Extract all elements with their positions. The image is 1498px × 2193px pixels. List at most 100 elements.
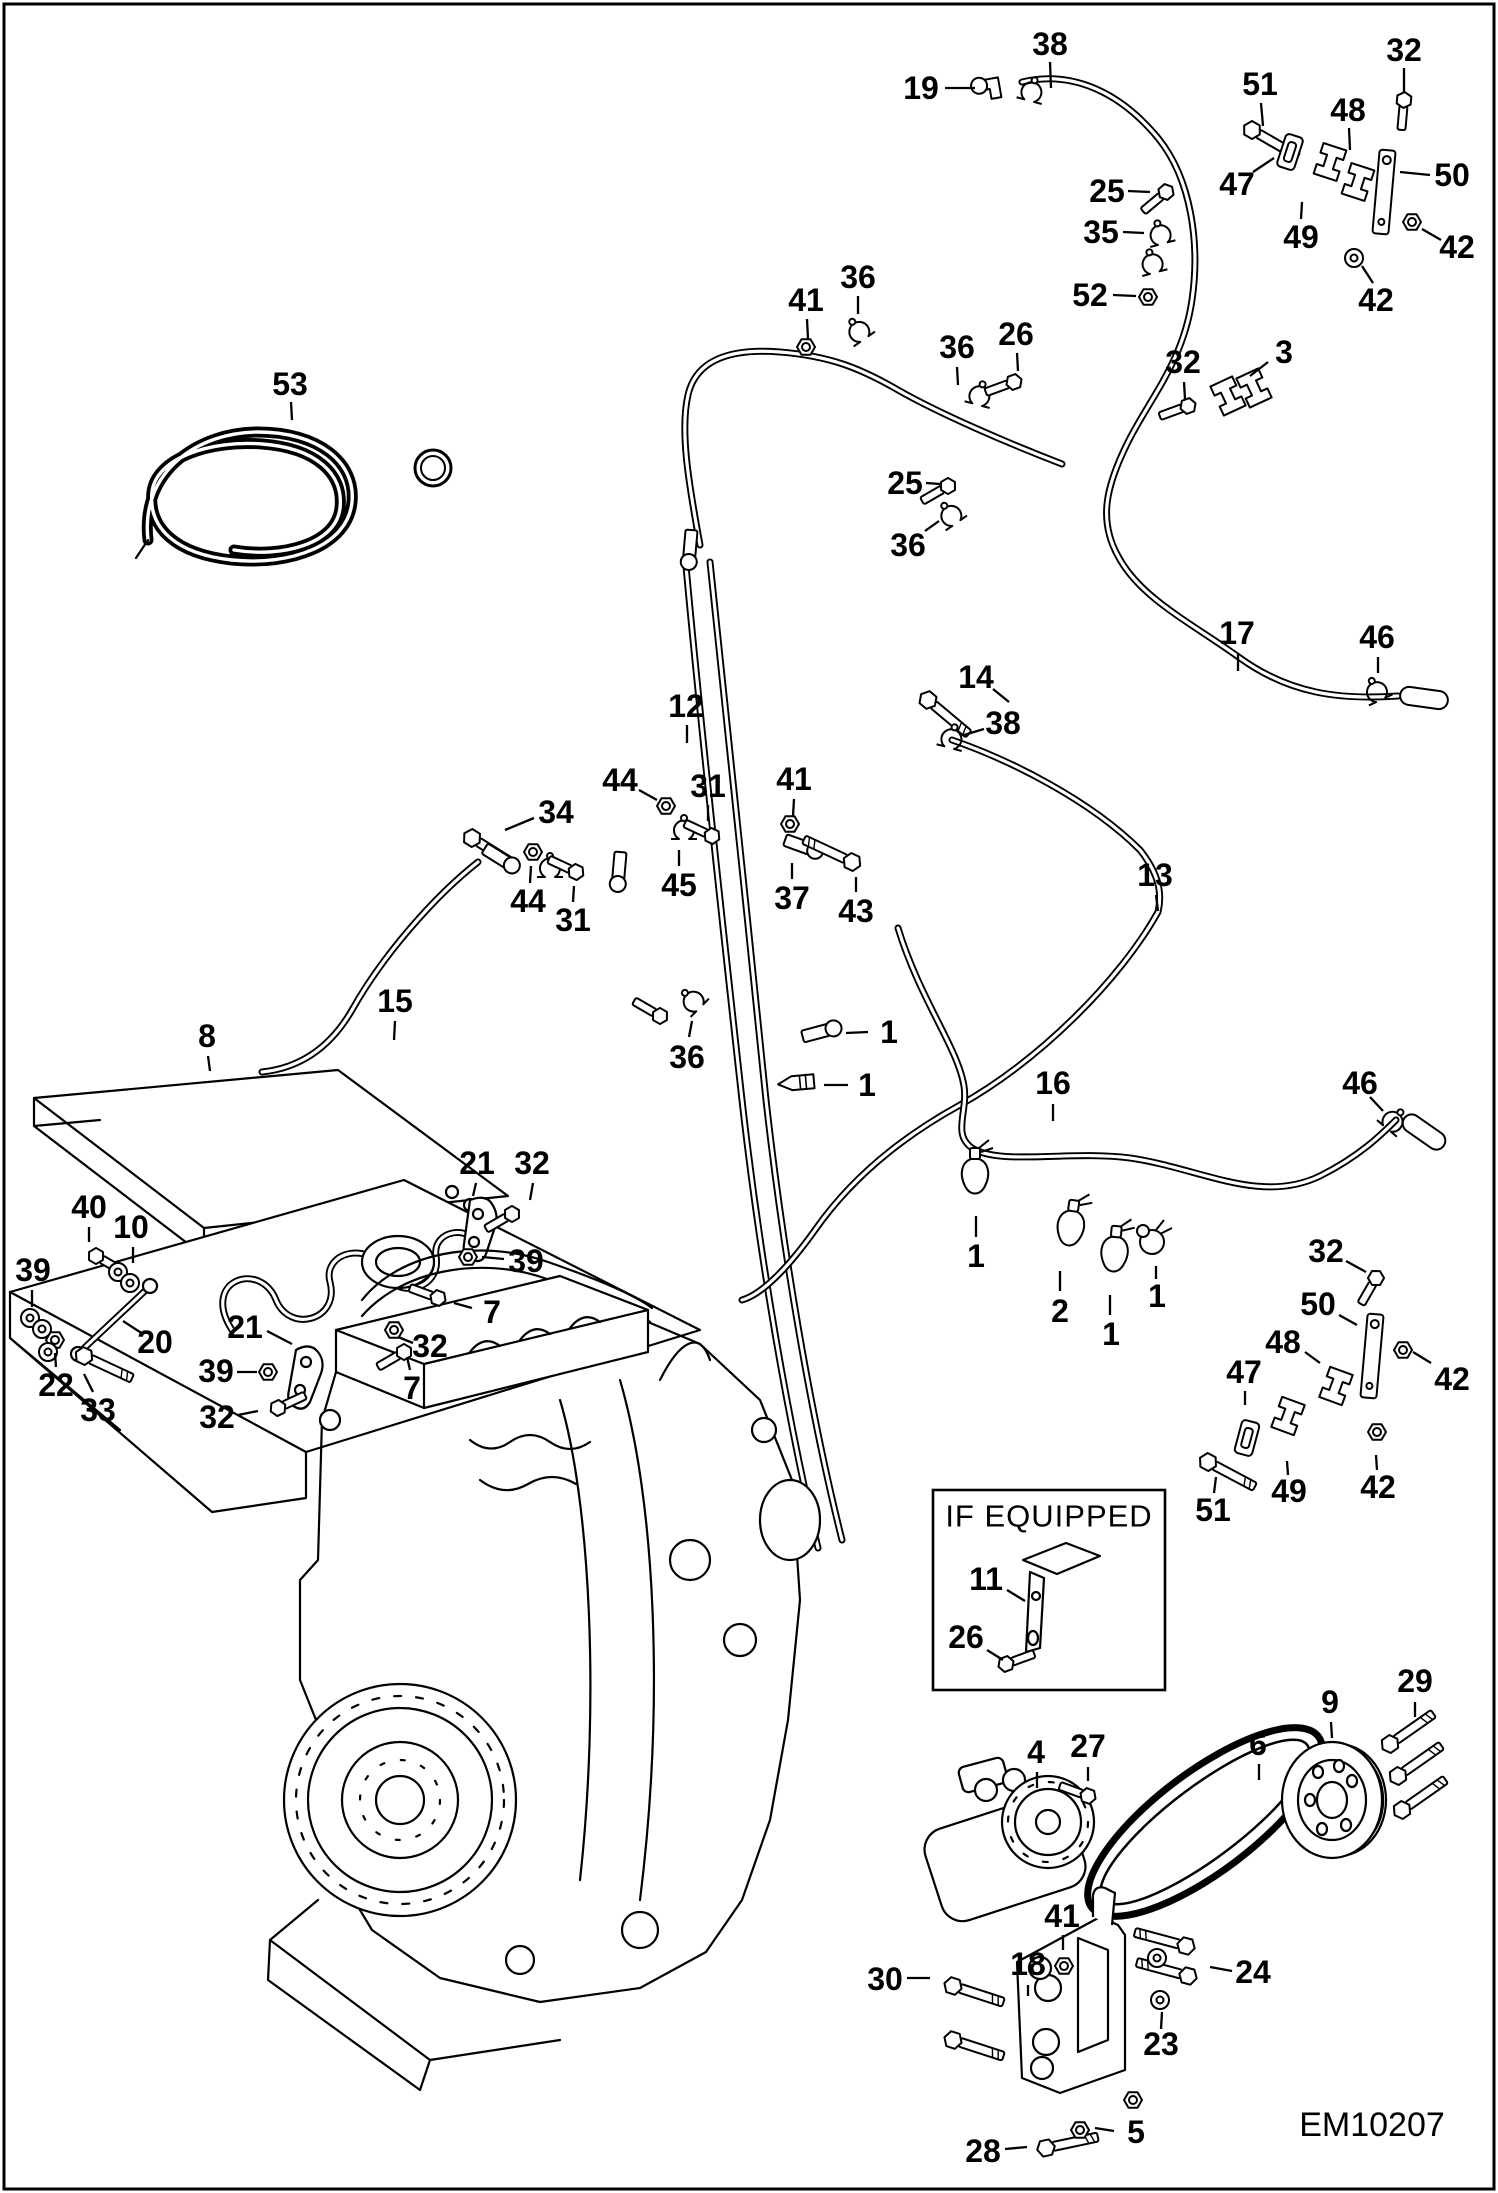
hw-boltL — [1135, 1957, 1198, 1986]
hw-nut — [1123, 2091, 1143, 2109]
hw-clamp — [1376, 1108, 1405, 1138]
hw-bolt — [269, 1391, 308, 1418]
callout-28: 28 — [965, 2133, 1001, 2169]
callout-47: 47 — [1219, 166, 1255, 202]
bracket-11-art — [1021, 1541, 1102, 1654]
callout-31: 31 — [690, 768, 726, 804]
leader-line — [53, 1352, 58, 1368]
leader-line — [1369, 1096, 1384, 1112]
callout-11: 11 — [969, 1561, 1003, 1597]
callout-30: 30 — [867, 1961, 903, 1997]
leader-line — [963, 727, 985, 737]
leader-line — [1112, 293, 1137, 298]
callout-39: 39 — [15, 1252, 51, 1288]
leader-line — [1154, 894, 1160, 912]
leader-line — [1006, 1589, 1026, 1602]
callout-23: 23 — [1143, 2026, 1179, 2062]
hw-tie — [1056, 1193, 1093, 1247]
if-equipped-group: IF EQUIPPED — [931, 1488, 1167, 1692]
callout-50: 50 — [1300, 1286, 1336, 1322]
hw-nut — [1402, 213, 1422, 231]
callout-26: 26 — [998, 316, 1034, 352]
leader-line — [955, 366, 960, 386]
callout-49: 49 — [1271, 1473, 1307, 1509]
leader-line — [1094, 2126, 1115, 2133]
callout-20: 20 — [137, 1324, 173, 1360]
hw-clamp — [671, 814, 697, 840]
hw-nut — [1138, 288, 1158, 306]
leader-line — [1127, 189, 1151, 194]
callout-2: 2 — [1051, 1293, 1069, 1329]
callout-36: 36 — [890, 527, 926, 563]
callout-44: 44 — [510, 883, 546, 919]
hw-bullet — [777, 1073, 816, 1092]
callout-3: 3 — [1275, 334, 1293, 370]
callout-41: 41 — [776, 761, 812, 797]
leader-line — [405, 1356, 412, 1371]
hw-nut — [780, 815, 800, 833]
hw-bolt — [1395, 91, 1413, 132]
callout-26: 26 — [948, 1619, 984, 1655]
hw-boltL — [1199, 1452, 1258, 1492]
hw-bolt — [1158, 397, 1197, 421]
callout-19: 19 — [903, 70, 939, 106]
leader-line — [845, 1030, 869, 1035]
callout-18: 18 — [1010, 1946, 1046, 1982]
hw-fitting — [679, 528, 699, 571]
callout-35: 35 — [1083, 214, 1119, 250]
callout-42: 42 — [1439, 229, 1475, 265]
hw-bolt — [546, 855, 585, 882]
callout-1: 1 — [1102, 1316, 1120, 1352]
callout-1: 1 — [967, 1238, 985, 1274]
coil-hose-art — [134, 426, 358, 567]
leader-line — [481, 1255, 505, 1261]
hw-boltL — [918, 690, 972, 738]
hw-ring — [413, 448, 453, 488]
hw-nut — [458, 1248, 478, 1266]
callout-22: 22 — [38, 1367, 74, 1403]
hw-clamp — [680, 988, 710, 1018]
callout-53: 53 — [272, 366, 308, 402]
callout-50: 50 — [1434, 157, 1470, 193]
hw-bolt — [375, 1342, 412, 1371]
callout-42: 42 — [1358, 282, 1394, 318]
leader-line — [1399, 170, 1431, 177]
hw-bolt — [1357, 1270, 1386, 1307]
leader-line — [805, 318, 810, 340]
leader-line — [528, 1182, 535, 1201]
leader-line — [453, 1301, 473, 1310]
callout-41: 41 — [1044, 1898, 1080, 1934]
callout-51: 51 — [1242, 66, 1278, 102]
leader-line — [1252, 157, 1275, 173]
hw-washer — [1147, 1948, 1167, 1968]
callout-44: 44 — [602, 762, 638, 798]
leader-line — [1048, 61, 1053, 89]
hardware-layer — [20, 76, 1449, 2158]
callout-24: 24 — [1235, 1954, 1271, 1990]
callout-32: 32 — [1165, 344, 1201, 380]
callout-17: 17 — [1219, 615, 1255, 651]
hw-nut — [1054, 1957, 1074, 1975]
hw-block — [1270, 1395, 1306, 1437]
hw-bolt — [483, 1204, 520, 1233]
hw-nut — [1367, 1423, 1387, 1441]
leader-line — [1374, 1454, 1379, 1471]
callout-40: 40 — [71, 1189, 107, 1225]
leader-line — [1412, 1351, 1432, 1364]
leader-line — [237, 1409, 259, 1417]
hw-fitting — [800, 1019, 843, 1044]
leader-line — [392, 1020, 397, 1041]
leader-line — [1421, 228, 1442, 241]
leader-line — [1347, 127, 1352, 151]
hw-clamp — [936, 723, 963, 752]
hw-boltL — [1380, 1709, 1437, 1754]
leader-line — [1259, 102, 1265, 127]
figure-code: EM10207 — [1299, 2106, 1445, 2144]
hw-block — [1209, 375, 1247, 417]
hw-fitting — [481, 843, 521, 875]
hw-boltL — [801, 835, 862, 872]
hw-clamp — [964, 380, 991, 409]
condenser-art — [8, 1068, 702, 1514]
